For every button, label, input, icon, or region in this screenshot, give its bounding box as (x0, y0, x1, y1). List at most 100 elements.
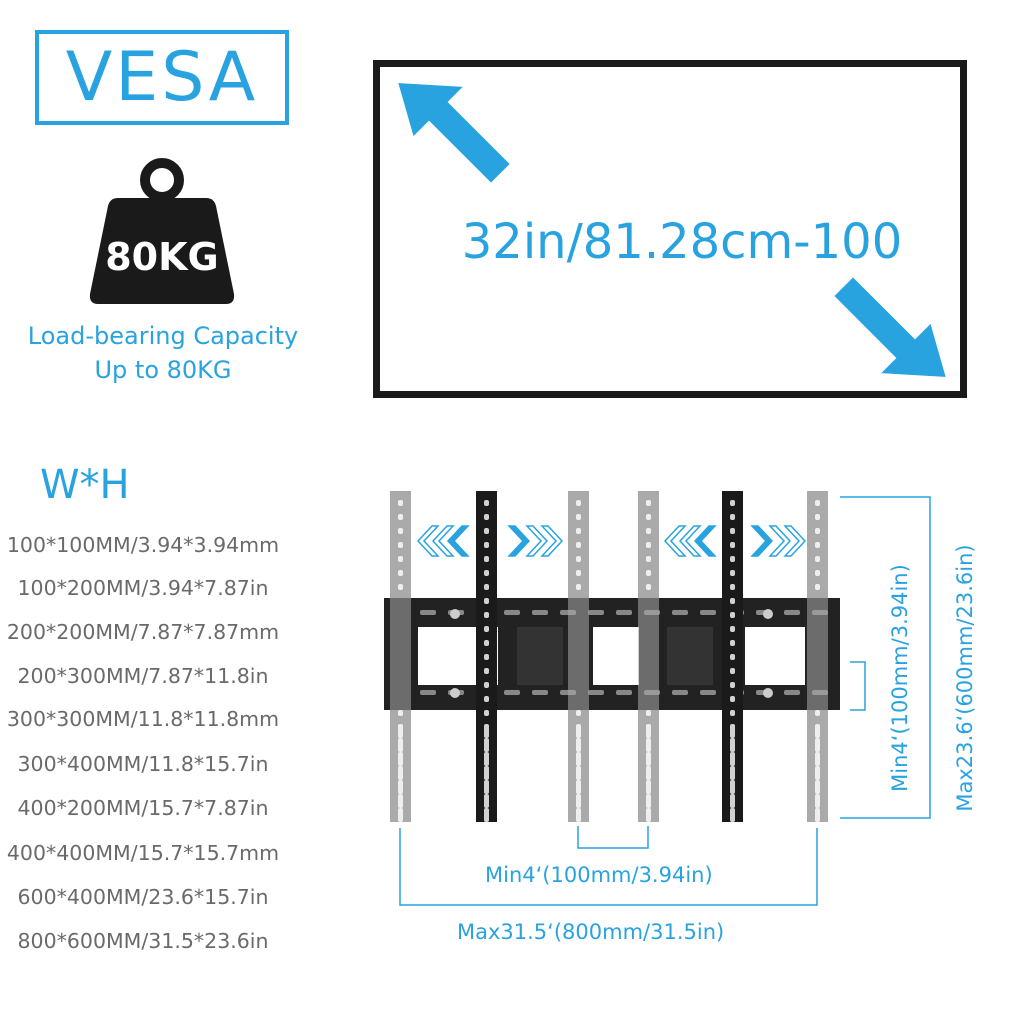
arm-slot (730, 640, 735, 646)
arm-slot (730, 542, 735, 548)
arm-slot (484, 514, 489, 520)
arm-slot (398, 724, 403, 738)
bracket-cutout (593, 627, 639, 685)
bracket-slot (784, 690, 800, 695)
max-horizontal-label: Max31.5‘(800mm/31.5in) (457, 920, 725, 944)
list-item: 200*300MM/7.87*11.8in (17, 664, 269, 688)
arrow-up-left-icon (395, 80, 513, 186)
arm-slot (484, 752, 489, 766)
arm-slot (484, 654, 489, 660)
bracket-slot (672, 690, 688, 695)
chevron-left-icon (431, 525, 455, 557)
bracket-slot (420, 610, 436, 615)
adjustable-arm-overlay (807, 598, 828, 710)
list-item: 600*400MM/23.6*15.7in (17, 885, 269, 909)
arm-slot (576, 500, 581, 506)
arm-slot (815, 528, 820, 534)
chevron-right-icon (768, 525, 792, 557)
arm-slot (398, 514, 403, 520)
arm-slot (484, 570, 489, 576)
load-caption-2: Up to 80KG (94, 356, 232, 384)
arm-slot (646, 808, 651, 822)
arm-slot (398, 528, 403, 534)
bracket-slot (420, 690, 436, 695)
arm-slot (484, 724, 489, 738)
arm-slot (576, 514, 581, 520)
arm-slot (646, 710, 651, 716)
arm-slot (484, 738, 489, 752)
arm-slot (815, 794, 820, 808)
min-height-dimension-line (850, 661, 866, 711)
chevron-right-icon (507, 525, 531, 557)
arm-slot (730, 696, 735, 702)
arm-slot (484, 542, 489, 548)
arm-slot (730, 626, 735, 632)
adjustable-arm-overlay (568, 598, 589, 710)
arm-slot (398, 584, 403, 590)
arm-slot (484, 584, 489, 590)
arm-slot (576, 528, 581, 534)
arm-slot (576, 766, 581, 780)
tv-screen: 32in/81.28cm-100 (373, 60, 967, 398)
min-horizontal-label: Min4‘(100mm/3.94in) (485, 863, 713, 887)
list-item: 800*600MM/31.5*23.6in (17, 929, 269, 953)
arm-slot (646, 570, 651, 576)
adjustable-arm-overlay (390, 598, 411, 710)
arm-slot (484, 808, 489, 822)
arm-slot (576, 724, 581, 738)
max-vertical-label: Max23.6‘(600mm/23.6in) (953, 544, 977, 812)
arm-slot (398, 542, 403, 548)
arm-slot (576, 808, 581, 822)
bracket-slot (532, 610, 548, 615)
vesa-label: VESA (65, 38, 259, 117)
arm-slot (730, 780, 735, 794)
arm-slot (815, 570, 820, 576)
bracket-panel (667, 627, 713, 685)
list-item: 100*200MM/3.94*7.87in (17, 576, 269, 600)
max-height-dimension-line (840, 496, 931, 819)
arm-slot (730, 710, 735, 716)
arm-slot (484, 780, 489, 794)
arm-slot (398, 808, 403, 822)
bracket-slot (588, 690, 604, 695)
bracket-slot (672, 610, 688, 615)
arm-slot (730, 598, 735, 604)
arm-slot (484, 696, 489, 702)
arm-slot (484, 612, 489, 618)
arm-slot (815, 584, 820, 590)
list-item: 400*200MM/15.7*7.87in (17, 796, 269, 820)
arm-slot (730, 738, 735, 752)
bracket-slot (784, 610, 800, 615)
weight-label: 80KG (105, 235, 219, 279)
arm-slot (730, 654, 735, 660)
arm-slot (484, 626, 489, 632)
arm-slot (398, 752, 403, 766)
arm-slot (484, 794, 489, 808)
arm-slot (398, 780, 403, 794)
bracket-slot (700, 610, 716, 615)
arm-slot (815, 500, 820, 506)
arm-slot (646, 514, 651, 520)
arm-slot (576, 794, 581, 808)
chevron-left-icon (416, 525, 440, 557)
arm-slot (815, 780, 820, 794)
arm-slot (730, 514, 735, 520)
arm-slot (730, 612, 735, 618)
arm-slot (576, 752, 581, 766)
chevron-right-icon (540, 525, 564, 557)
arm-slot (484, 682, 489, 688)
sizes-heading: W*H (40, 462, 130, 508)
chevron-right-icon (750, 525, 774, 557)
bracket-slot (700, 690, 716, 695)
arm-slot (730, 668, 735, 674)
arm-slot (576, 710, 581, 716)
arm-slot (815, 738, 820, 752)
arm-slot (398, 794, 403, 808)
arm-slot (398, 500, 403, 506)
arm-slot (646, 528, 651, 534)
arm-slot (484, 556, 489, 562)
arm-slot (398, 570, 403, 576)
arm-slot (730, 500, 735, 506)
arm-slot (646, 780, 651, 794)
